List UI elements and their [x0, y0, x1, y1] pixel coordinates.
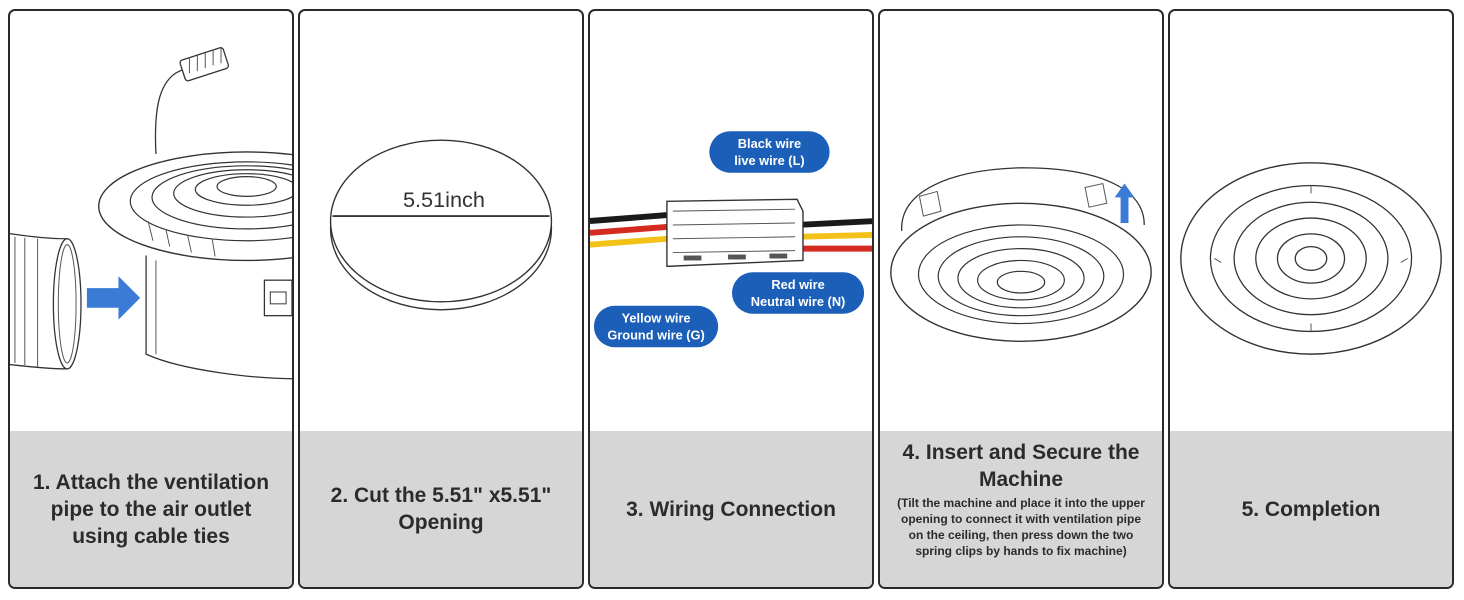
step-panel-1: 1. Attach the ventilation pipe to the ai… — [8, 9, 294, 589]
svg-text:Red wire: Red wire — [771, 277, 824, 292]
step-caption-2: 2. Cut the 5.51" x5.51" Opening — [300, 431, 582, 587]
svg-text:Yellow wire: Yellow wire — [622, 311, 691, 326]
step-title-2: 2. Cut the 5.51" x5.51" Opening — [330, 484, 552, 534]
wiring-illustration: Black wire live wire (L) Red wire Neutra… — [590, 11, 872, 433]
insert-machine-illustration — [880, 11, 1162, 433]
wago-connector-icon — [666, 198, 804, 268]
step-caption-3: 3. Wiring Connection — [590, 431, 872, 587]
step-caption-5: 5. Completion — [1170, 431, 1452, 587]
cutout-illustration: 5.51inch — [300, 11, 582, 433]
step-panel-5: 5. Completion — [1168, 9, 1454, 589]
step-panel-4: 4. Insert and Secure the Machine (Tilt t… — [878, 9, 1164, 589]
svg-text:Ground wire (G): Ground wire (G) — [607, 327, 704, 342]
svg-text:Black wire: Black wire — [738, 136, 801, 151]
svg-text:Neutral wire (N): Neutral wire (N) — [751, 294, 846, 309]
red-wire-label: Red wire Neutral wire (N) — [731, 272, 865, 314]
yellow-wire-label: Yellow wire Ground wire (G) — [593, 305, 719, 348]
wire-connector-icon — [179, 47, 230, 82]
step-title-3: 3. Wiring Connection — [626, 497, 836, 521]
black-wire-label: Black wire live wire (L) — [709, 131, 830, 173]
step-note-4: (Tilt the machine and place it into the … — [897, 496, 1145, 558]
step-caption-4: 4. Insert and Secure the Machine (Tilt t… — [880, 431, 1162, 587]
push-arrow-icon — [86, 276, 141, 320]
step-caption-1: 1. Attach the ventilation pipe to the ai… — [10, 431, 292, 587]
fan-pipe-illustration — [10, 11, 292, 433]
step-title-1: 1. Attach the ventilation pipe to the ai… — [32, 470, 270, 548]
finished-grille-illustration — [1170, 11, 1452, 433]
up-arrow-icon — [1114, 183, 1135, 223]
step-panel-2: 5.51inch 2. Cut the 5.51" x5.51" Opening — [298, 9, 584, 589]
step-title-5: 5. Completion — [1241, 497, 1381, 521]
step-panel-3: Black wire live wire (L) Red wire Neutra… — [588, 9, 874, 589]
svg-text:live wire (L): live wire (L) — [734, 153, 804, 168]
dimension-label: 5.51inch — [403, 187, 485, 212]
step-title-4: 4. Insert and Secure the Machine — [902, 441, 1140, 491]
